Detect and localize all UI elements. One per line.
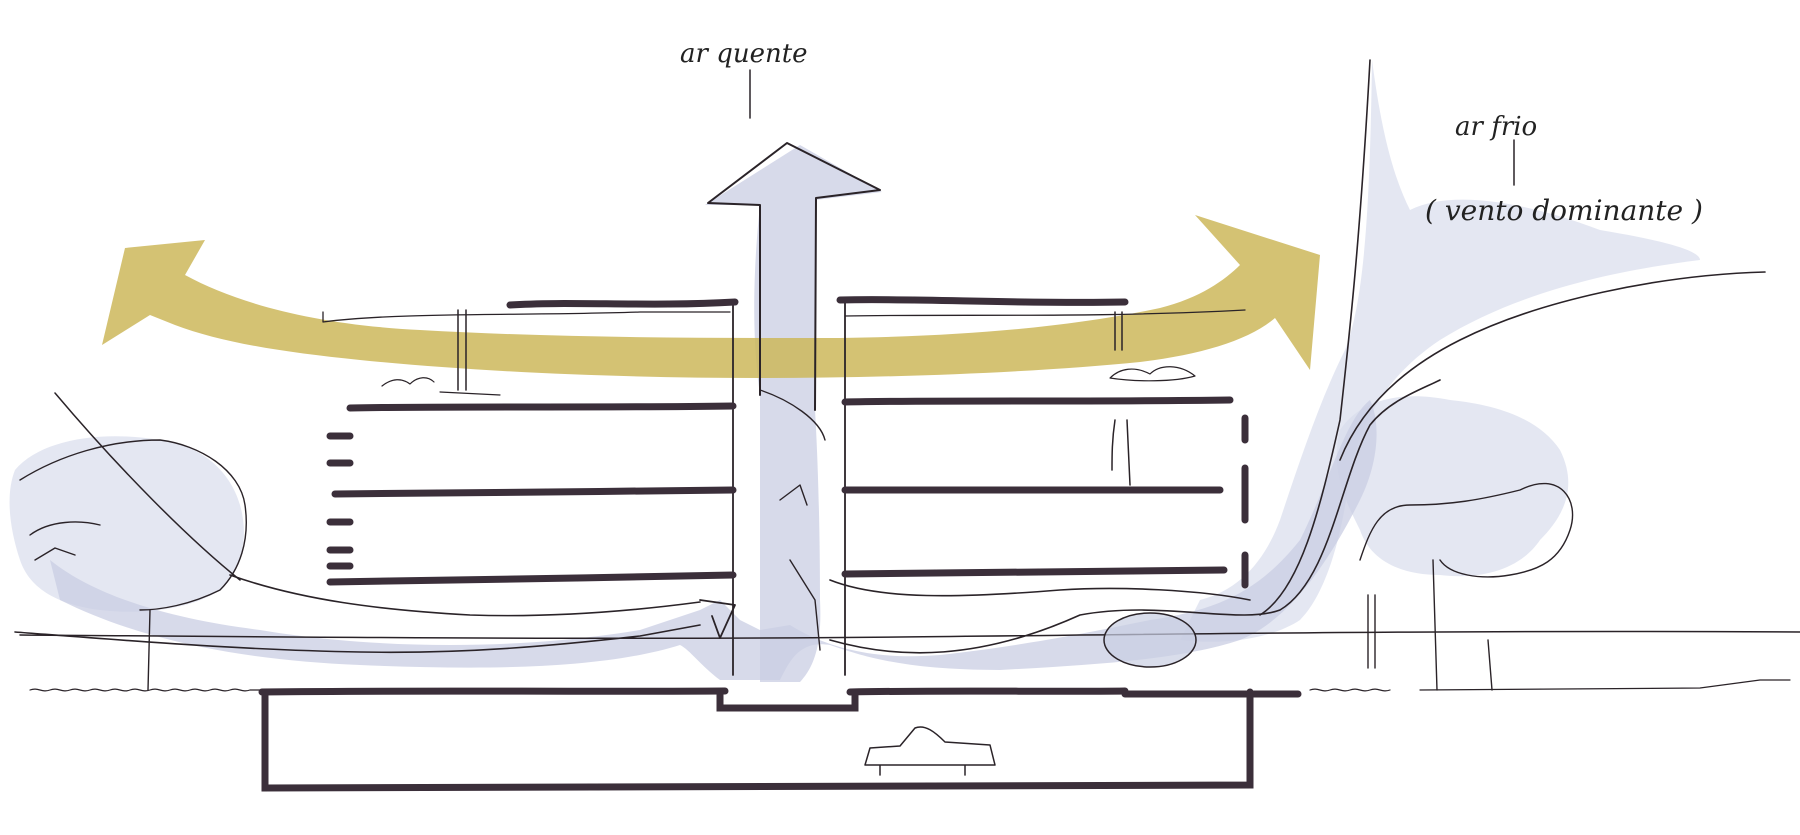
tree-crown-wash-right	[1336, 396, 1569, 577]
right-flow-line-lower	[829, 379, 1441, 654]
roof-exhaust-air-arrow	[102, 215, 1320, 378]
cold-air-inflow	[50, 400, 1377, 680]
pond	[1103, 612, 1197, 668]
roof-garden-right	[1109, 366, 1196, 382]
tree-crown-wash-left	[9, 436, 244, 612]
cold-air-wash-right	[1180, 60, 1700, 642]
hot-air-exhaust-arrow	[707, 142, 881, 411]
hot-air-label: ar quente	[680, 39, 808, 69]
basement-box	[261, 688, 1254, 792]
roof-left-outline	[322, 311, 731, 323]
cold-air-label: ar frio	[1455, 112, 1537, 142]
roof-garden-left	[381, 377, 501, 396]
facade-louvres-left	[326, 432, 354, 570]
atrium-pit	[716, 688, 859, 712]
basement-vehicle	[864, 726, 996, 776]
roof-column-right	[1114, 311, 1123, 351]
prevailing-wind-label: ( vento dominante )	[1425, 194, 1703, 227]
inflow-arrow-head	[699, 599, 736, 639]
floor-slabs-left	[258, 402, 737, 696]
cold-air-flow-line-upper	[229, 574, 701, 617]
tree	[1367, 594, 1493, 691]
facade-posts-right	[1111, 414, 1249, 589]
cold-air-flow-line-lower	[14, 624, 701, 654]
hot-air-exhaust-wash	[705, 145, 882, 682]
atrium-swirl	[759, 389, 826, 651]
roof-right-slab	[836, 296, 1129, 306]
prevailing-wind-curve	[1259, 59, 1766, 616]
roof-column-left	[457, 309, 467, 391]
tree	[19, 439, 247, 691]
ground-line	[19, 630, 1800, 640]
roof-left-slab	[506, 298, 739, 309]
right-flow-line-upper	[829, 579, 1251, 601]
tree	[1359, 483, 1574, 691]
roof-right-outline	[844, 309, 1246, 317]
grass-line	[29, 679, 1791, 692]
floor-slabs-right	[841, 396, 1234, 696]
wind-diagonal	[54, 392, 241, 581]
